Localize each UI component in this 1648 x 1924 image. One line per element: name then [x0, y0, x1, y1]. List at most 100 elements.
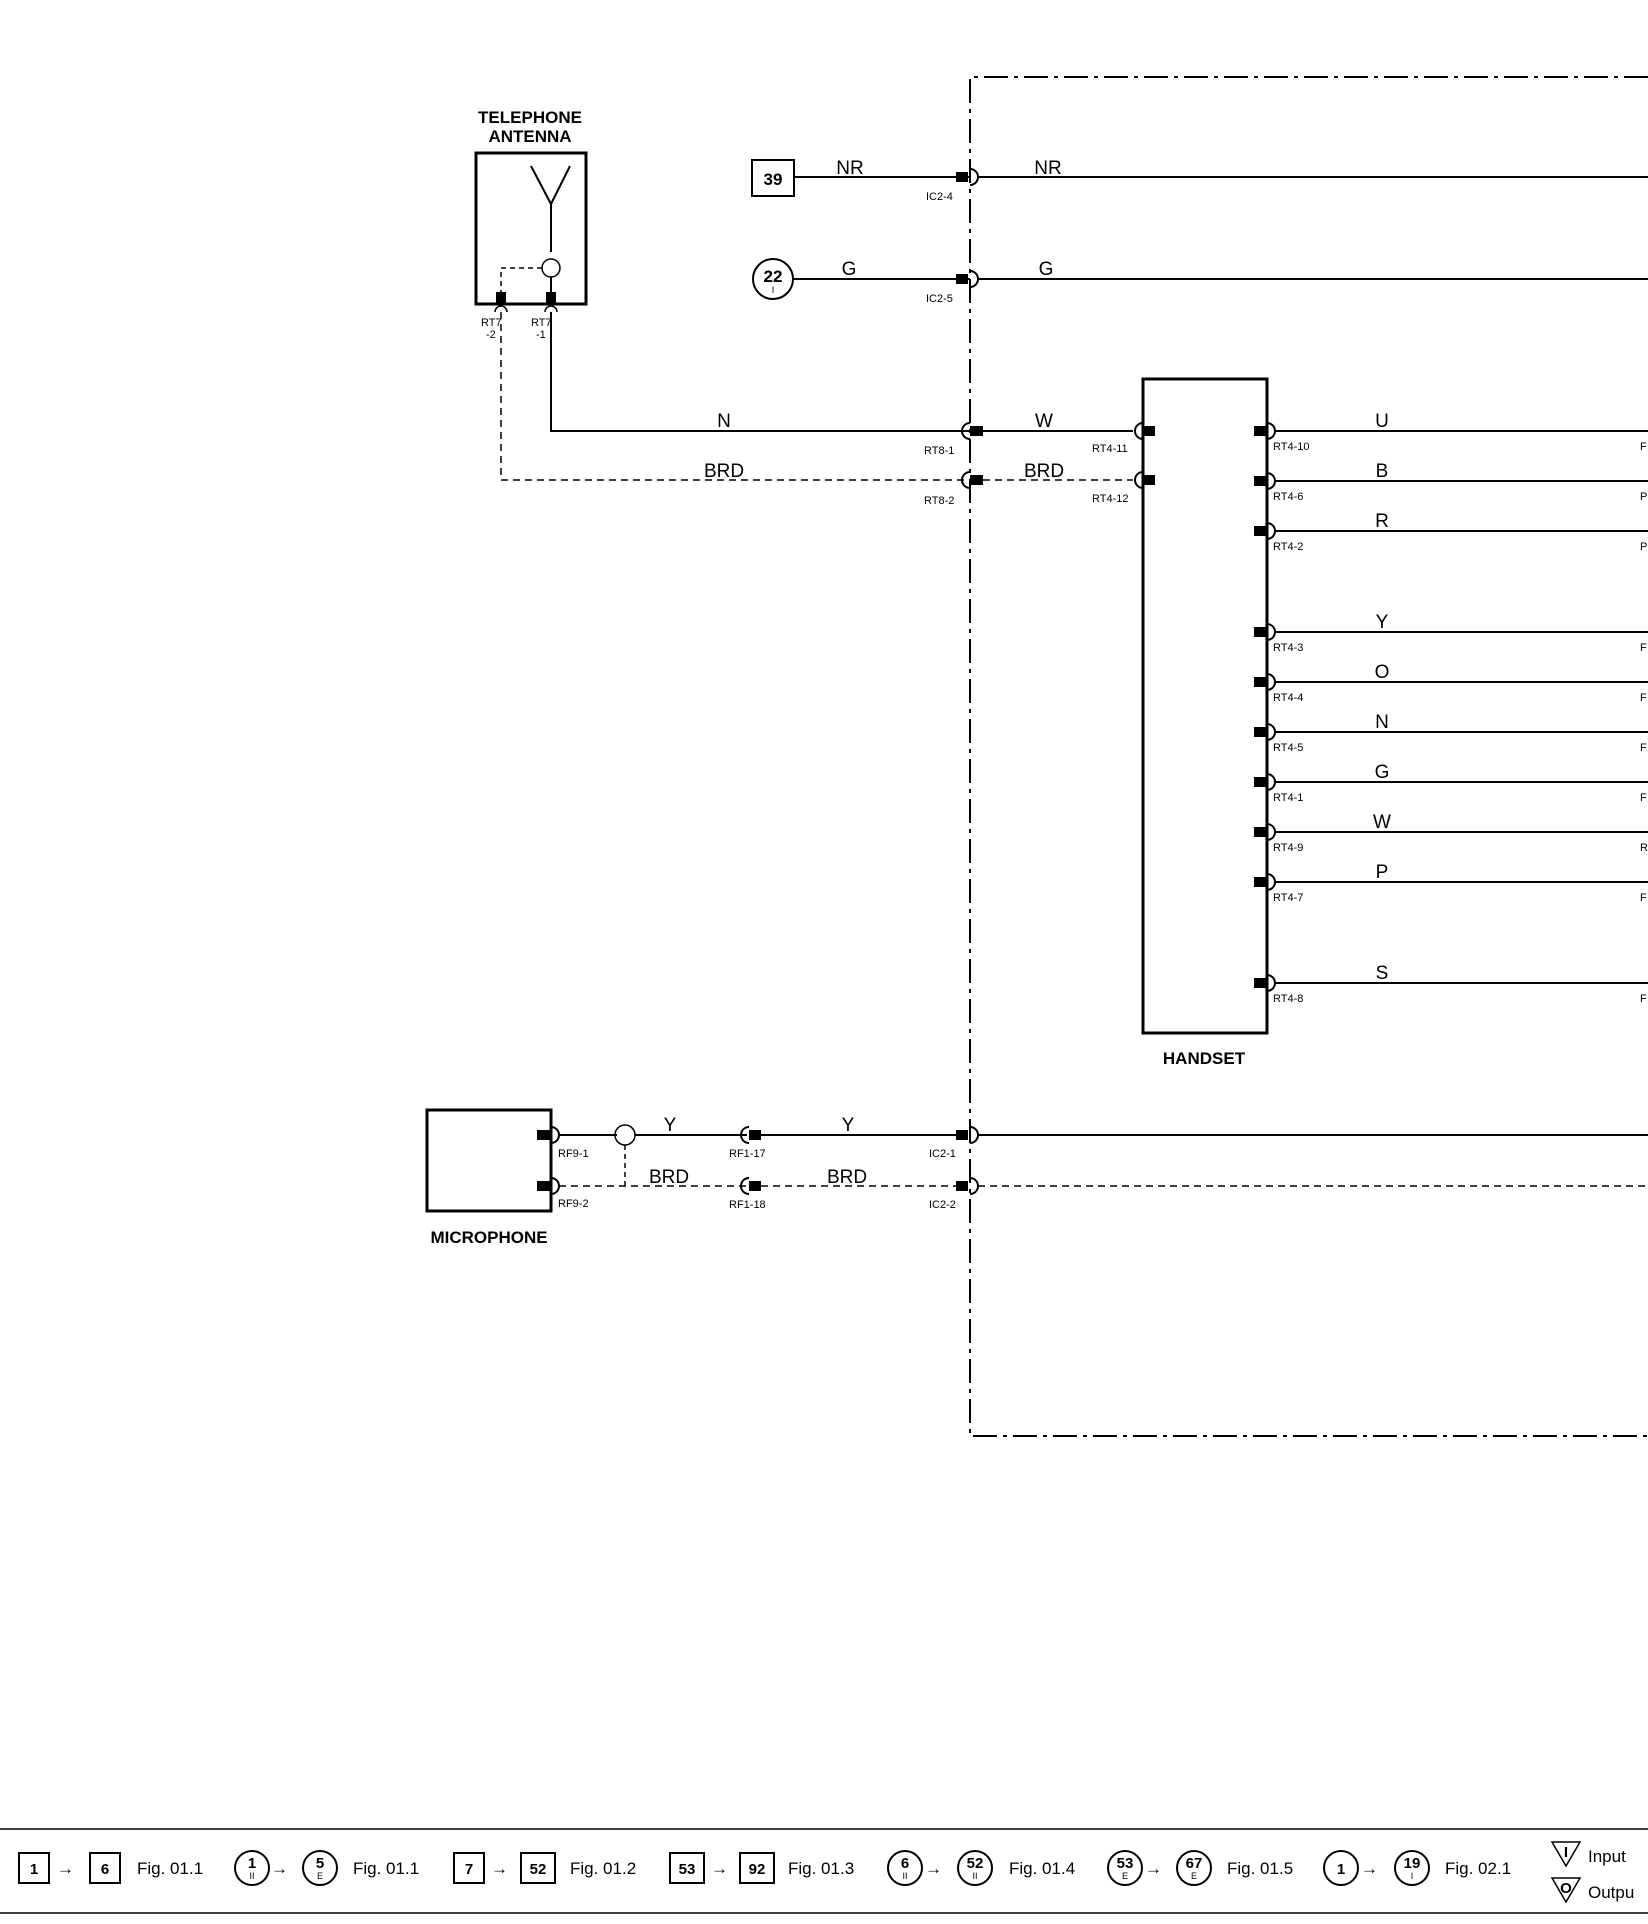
ic2-4-pin: IC2-4	[926, 191, 953, 203]
legend-2-from: 1	[248, 1855, 256, 1872]
legend-4-to: 92	[749, 1861, 766, 1878]
wire-g-left: G	[842, 259, 857, 280]
pin-terminal	[1254, 426, 1267, 436]
rt4-11-pin: RT4-11	[1092, 443, 1128, 455]
handset-pin-label: RT4-9	[1273, 842, 1303, 854]
legend-4-from: 53	[679, 1861, 696, 1878]
legend-1-from: 1	[30, 1861, 38, 1878]
legend-6-from-sub: E	[1122, 1871, 1128, 1881]
ic2-2-pin: IC2-2	[929, 1199, 956, 1211]
legend-5-from: 6	[901, 1855, 909, 1872]
wire-brd-mic-2: BRD	[827, 1167, 867, 1188]
edge-pin-label: P	[1640, 491, 1647, 503]
pin-socket	[1266, 873, 1276, 891]
wire-nr-right: NR	[1034, 158, 1061, 179]
pin-terminal	[1254, 476, 1267, 486]
svg-text:→: →	[491, 1859, 508, 1878]
pin-terminal	[1254, 627, 1267, 637]
pin-terminal	[1254, 727, 1267, 737]
wire-y-mic-1: Y	[664, 1115, 677, 1136]
telephone-antenna: TELEPHONE ANTENNA RT7 -2 RT7 -1	[474, 108, 588, 341]
legend-output-symbol: O	[1560, 1880, 1572, 1897]
handset-pin-label: RT4-8	[1273, 993, 1303, 1005]
pin-terminal	[1254, 827, 1267, 837]
legend-6-to-sub: E	[1191, 1871, 1197, 1881]
pin-terminal	[1254, 677, 1267, 687]
legend-2-to: 5	[316, 1855, 324, 1872]
antenna-icon	[530, 165, 571, 252]
pin-terminal	[1254, 978, 1267, 988]
pin-terminal	[1254, 777, 1267, 787]
svg-text:→: →	[1145, 1859, 1162, 1878]
handset-pin-label: RT4-4	[1273, 692, 1303, 704]
ic2-1-pin: IC2-1	[929, 1148, 956, 1160]
rt7-1-pin-b: -1	[536, 329, 546, 341]
wire-brd-antenna-left: BRD	[704, 461, 744, 482]
edge-pin-label: F	[1640, 993, 1647, 1005]
legend-2-from-sub: II	[249, 1871, 254, 1881]
wire-color-label: Y	[1376, 612, 1389, 633]
svg-text:→: →	[57, 1859, 74, 1878]
rt8-2-pin: RT8-2	[924, 495, 954, 507]
wire-color-label: G	[1375, 762, 1390, 783]
pin-socket	[1266, 422, 1276, 440]
svg-text:→: →	[271, 1859, 288, 1878]
microphone-label: MICROPHONE	[430, 1228, 547, 1247]
handset-pin-row: O RT4-4 F	[1254, 662, 1648, 704]
wire-color-label: W	[1373, 812, 1391, 833]
wire-color-label: O	[1375, 662, 1390, 683]
edge-pin-label: F	[1640, 692, 1647, 704]
wire-color-label: N	[1375, 712, 1389, 733]
handset-pin-label: RT4-7	[1273, 892, 1303, 904]
legend-5-fig: Fig. 01.4	[1009, 1859, 1075, 1878]
handset-pin-label: RT4-1	[1273, 792, 1303, 804]
legend-1-fig: Fig. 01.1	[137, 1859, 203, 1878]
wire-color-label: S	[1376, 963, 1389, 984]
pin-terminal	[1254, 526, 1267, 536]
svg-text:→: →	[925, 1859, 942, 1878]
handset-pin-row: G RT4-1 F	[1254, 762, 1648, 804]
wire-color-label: P	[1376, 862, 1389, 883]
edge-pin-label: F	[1640, 892, 1647, 904]
legend-7-to-sub: I	[1411, 1871, 1414, 1881]
handset-pin-label: RT4-10	[1273, 441, 1309, 453]
legend-7-to: 19	[1404, 1855, 1421, 1872]
legend-3-to: 52	[530, 1861, 547, 1878]
rt4-12-pin: RT4-12	[1092, 493, 1128, 505]
edge-pin-label: F	[1640, 642, 1647, 654]
wire-brd-antenna-right: BRD	[1024, 461, 1064, 482]
pin-socket	[1266, 723, 1276, 741]
handset: HANDSET RT4-11 RT4-12	[1092, 377, 1269, 1068]
legend-6-to: 67	[1186, 1855, 1203, 1872]
legend-input-symbol: I	[1564, 1844, 1568, 1861]
output-triangle-icon	[1550, 1877, 1582, 1904]
ref-39-box: 39	[764, 170, 783, 189]
antenna-label-1: TELEPHONE	[478, 108, 582, 127]
wire-g-right: G	[1039, 259, 1054, 280]
legend-input: Input	[1588, 1847, 1626, 1866]
edge-pin-label: F	[1640, 441, 1647, 453]
handset-pin-label: RT4-2	[1273, 541, 1303, 553]
edge-pin-label: F	[1640, 792, 1647, 804]
rf1-18-pin: RF1-18	[729, 1199, 766, 1211]
legend-6-fig: Fig. 01.5	[1227, 1859, 1293, 1878]
wire-y-mic-2: Y	[842, 1115, 855, 1136]
legend-output: Outpu	[1588, 1883, 1634, 1902]
wire-nr-left: NR	[836, 158, 863, 179]
pin-socket	[1266, 773, 1276, 791]
handset-pin-label: RT4-6	[1273, 491, 1303, 503]
ref-22-sub: I	[772, 285, 775, 295]
figure-legend: 1 → 6 Fig. 01.1 1 II → 5 E Fig. 01.1 7 →…	[0, 1828, 1648, 1914]
legend-6-from: 53	[1117, 1855, 1134, 1872]
rt7-1-pin-a: RT7	[531, 317, 552, 329]
legend-2-fig: Fig. 01.1	[353, 1859, 419, 1878]
legend-5-to-sub: II	[972, 1871, 977, 1881]
legend-7-from: 1	[1337, 1861, 1345, 1878]
microphone: MICROPHONE RF9-1 RF9-2	[425, 1108, 589, 1247]
handset-pin-row: P RT4-7 F	[1254, 862, 1648, 904]
module-boundary	[969, 76, 1648, 1437]
